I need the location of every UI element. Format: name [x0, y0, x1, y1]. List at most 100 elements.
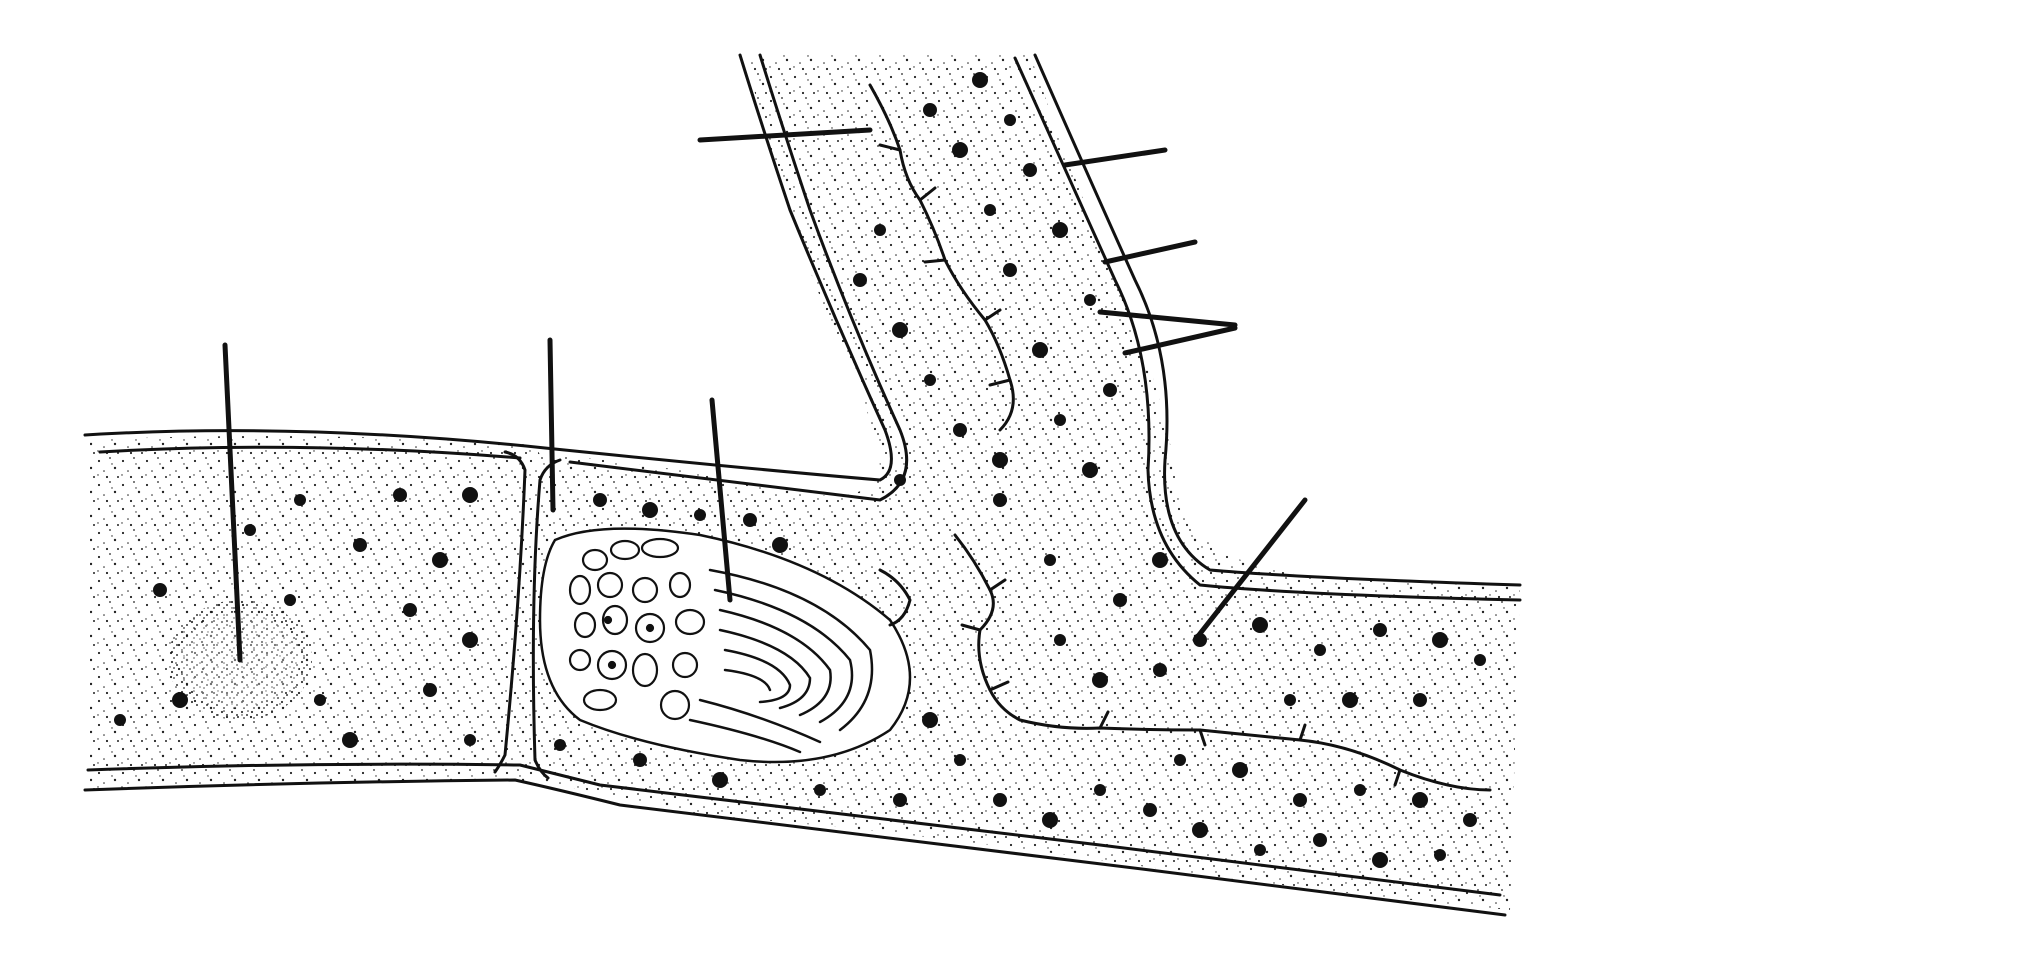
granule: [992, 452, 1008, 468]
dark-granules: [114, 72, 1486, 868]
granule: [1463, 813, 1477, 827]
granule: [1113, 593, 1127, 607]
granule: [1052, 222, 1068, 238]
granule: [1254, 844, 1266, 856]
granule: [593, 493, 607, 507]
granule: [1372, 852, 1388, 868]
granule: [1373, 623, 1387, 637]
granule: [1434, 849, 1446, 861]
granule: [1293, 793, 1307, 807]
membrane-network: [868, 83, 1492, 792]
granule: [432, 552, 448, 568]
granule: [1284, 694, 1296, 706]
granule: [244, 524, 256, 536]
granule: [1092, 672, 1108, 688]
granule: [1084, 294, 1096, 306]
granule: [1232, 762, 1248, 778]
label-lines: [222, 127, 1308, 663]
granule: [893, 793, 907, 807]
granule: [1153, 663, 1167, 677]
granule: [712, 772, 728, 788]
granule: [1044, 554, 1056, 566]
granule: [1032, 342, 1048, 358]
granule: [1094, 784, 1106, 796]
wall-top-inner: [98, 445, 522, 460]
granule: [1003, 263, 1017, 277]
granule: [1412, 792, 1428, 808]
granule: [814, 784, 826, 796]
label-line-nucleus-left: [222, 342, 243, 663]
label-line-arrow-pair-b: [1122, 325, 1238, 356]
wall-top-outer: [83, 53, 893, 482]
granule: [153, 583, 167, 597]
granule: [1054, 634, 1066, 646]
granule: [554, 739, 566, 751]
granule: [284, 594, 296, 606]
granule: [403, 603, 417, 617]
granule: [393, 488, 407, 502]
granule: [1004, 114, 1016, 126]
granule: [894, 474, 906, 486]
granule: [114, 714, 126, 726]
granule: [1174, 754, 1186, 766]
wall-top-inner-right: [568, 53, 909, 502]
granule: [1082, 462, 1098, 478]
wall-bottom-outer: [83, 778, 1507, 917]
granule: [642, 502, 658, 518]
granule: [1313, 833, 1327, 847]
granule: [462, 632, 478, 648]
label-line-lower-right: [1192, 497, 1308, 643]
label-line-septum: [547, 337, 556, 513]
granule: [853, 273, 867, 287]
granule: [423, 683, 437, 697]
granule: [772, 537, 788, 553]
granule: [294, 494, 306, 506]
granule: [172, 692, 188, 708]
granule: [1042, 812, 1058, 828]
granule: [1474, 654, 1486, 666]
granule: [1192, 822, 1208, 838]
granule: [1023, 163, 1037, 177]
label-line-arrow-pair-a: [1097, 309, 1238, 328]
granule: [952, 142, 968, 158]
vesicles: [568, 537, 706, 721]
granule: [984, 204, 996, 216]
granule: [993, 793, 1007, 807]
label-line-wall-right-mid: [1102, 239, 1198, 265]
granule: [314, 694, 326, 706]
granule: [342, 732, 358, 748]
granule: [923, 103, 937, 117]
granule: [1143, 803, 1157, 817]
granule: [633, 753, 647, 767]
granule: [1103, 383, 1117, 397]
granule: [743, 513, 757, 527]
granule: [1152, 552, 1168, 568]
wall-branch-right-inner: [1013, 56, 1522, 602]
granule: [353, 538, 367, 552]
septum-left: [493, 450, 527, 774]
wall-branch-right-outer: [1033, 53, 1522, 587]
granule: [1432, 632, 1448, 648]
granule: [1314, 644, 1326, 656]
granule: [694, 509, 706, 521]
granule: [922, 712, 938, 728]
septum-right: [531, 458, 562, 780]
granule: [1054, 414, 1066, 426]
granule: [1413, 693, 1427, 707]
granule: [892, 322, 908, 338]
granule: [924, 374, 936, 386]
wall-bottom-inner: [86, 762, 1502, 897]
label-line-wall-right-top: [1062, 147, 1168, 168]
granule: [953, 423, 967, 437]
granule: [1252, 617, 1268, 633]
cell-walls: [83, 53, 1522, 917]
granule: [462, 487, 478, 503]
granule: [993, 493, 1007, 507]
granule: [874, 224, 886, 236]
granule: [972, 72, 988, 88]
granule: [954, 754, 966, 766]
granule: [464, 734, 476, 746]
label-line-upper-left: [697, 127, 873, 143]
